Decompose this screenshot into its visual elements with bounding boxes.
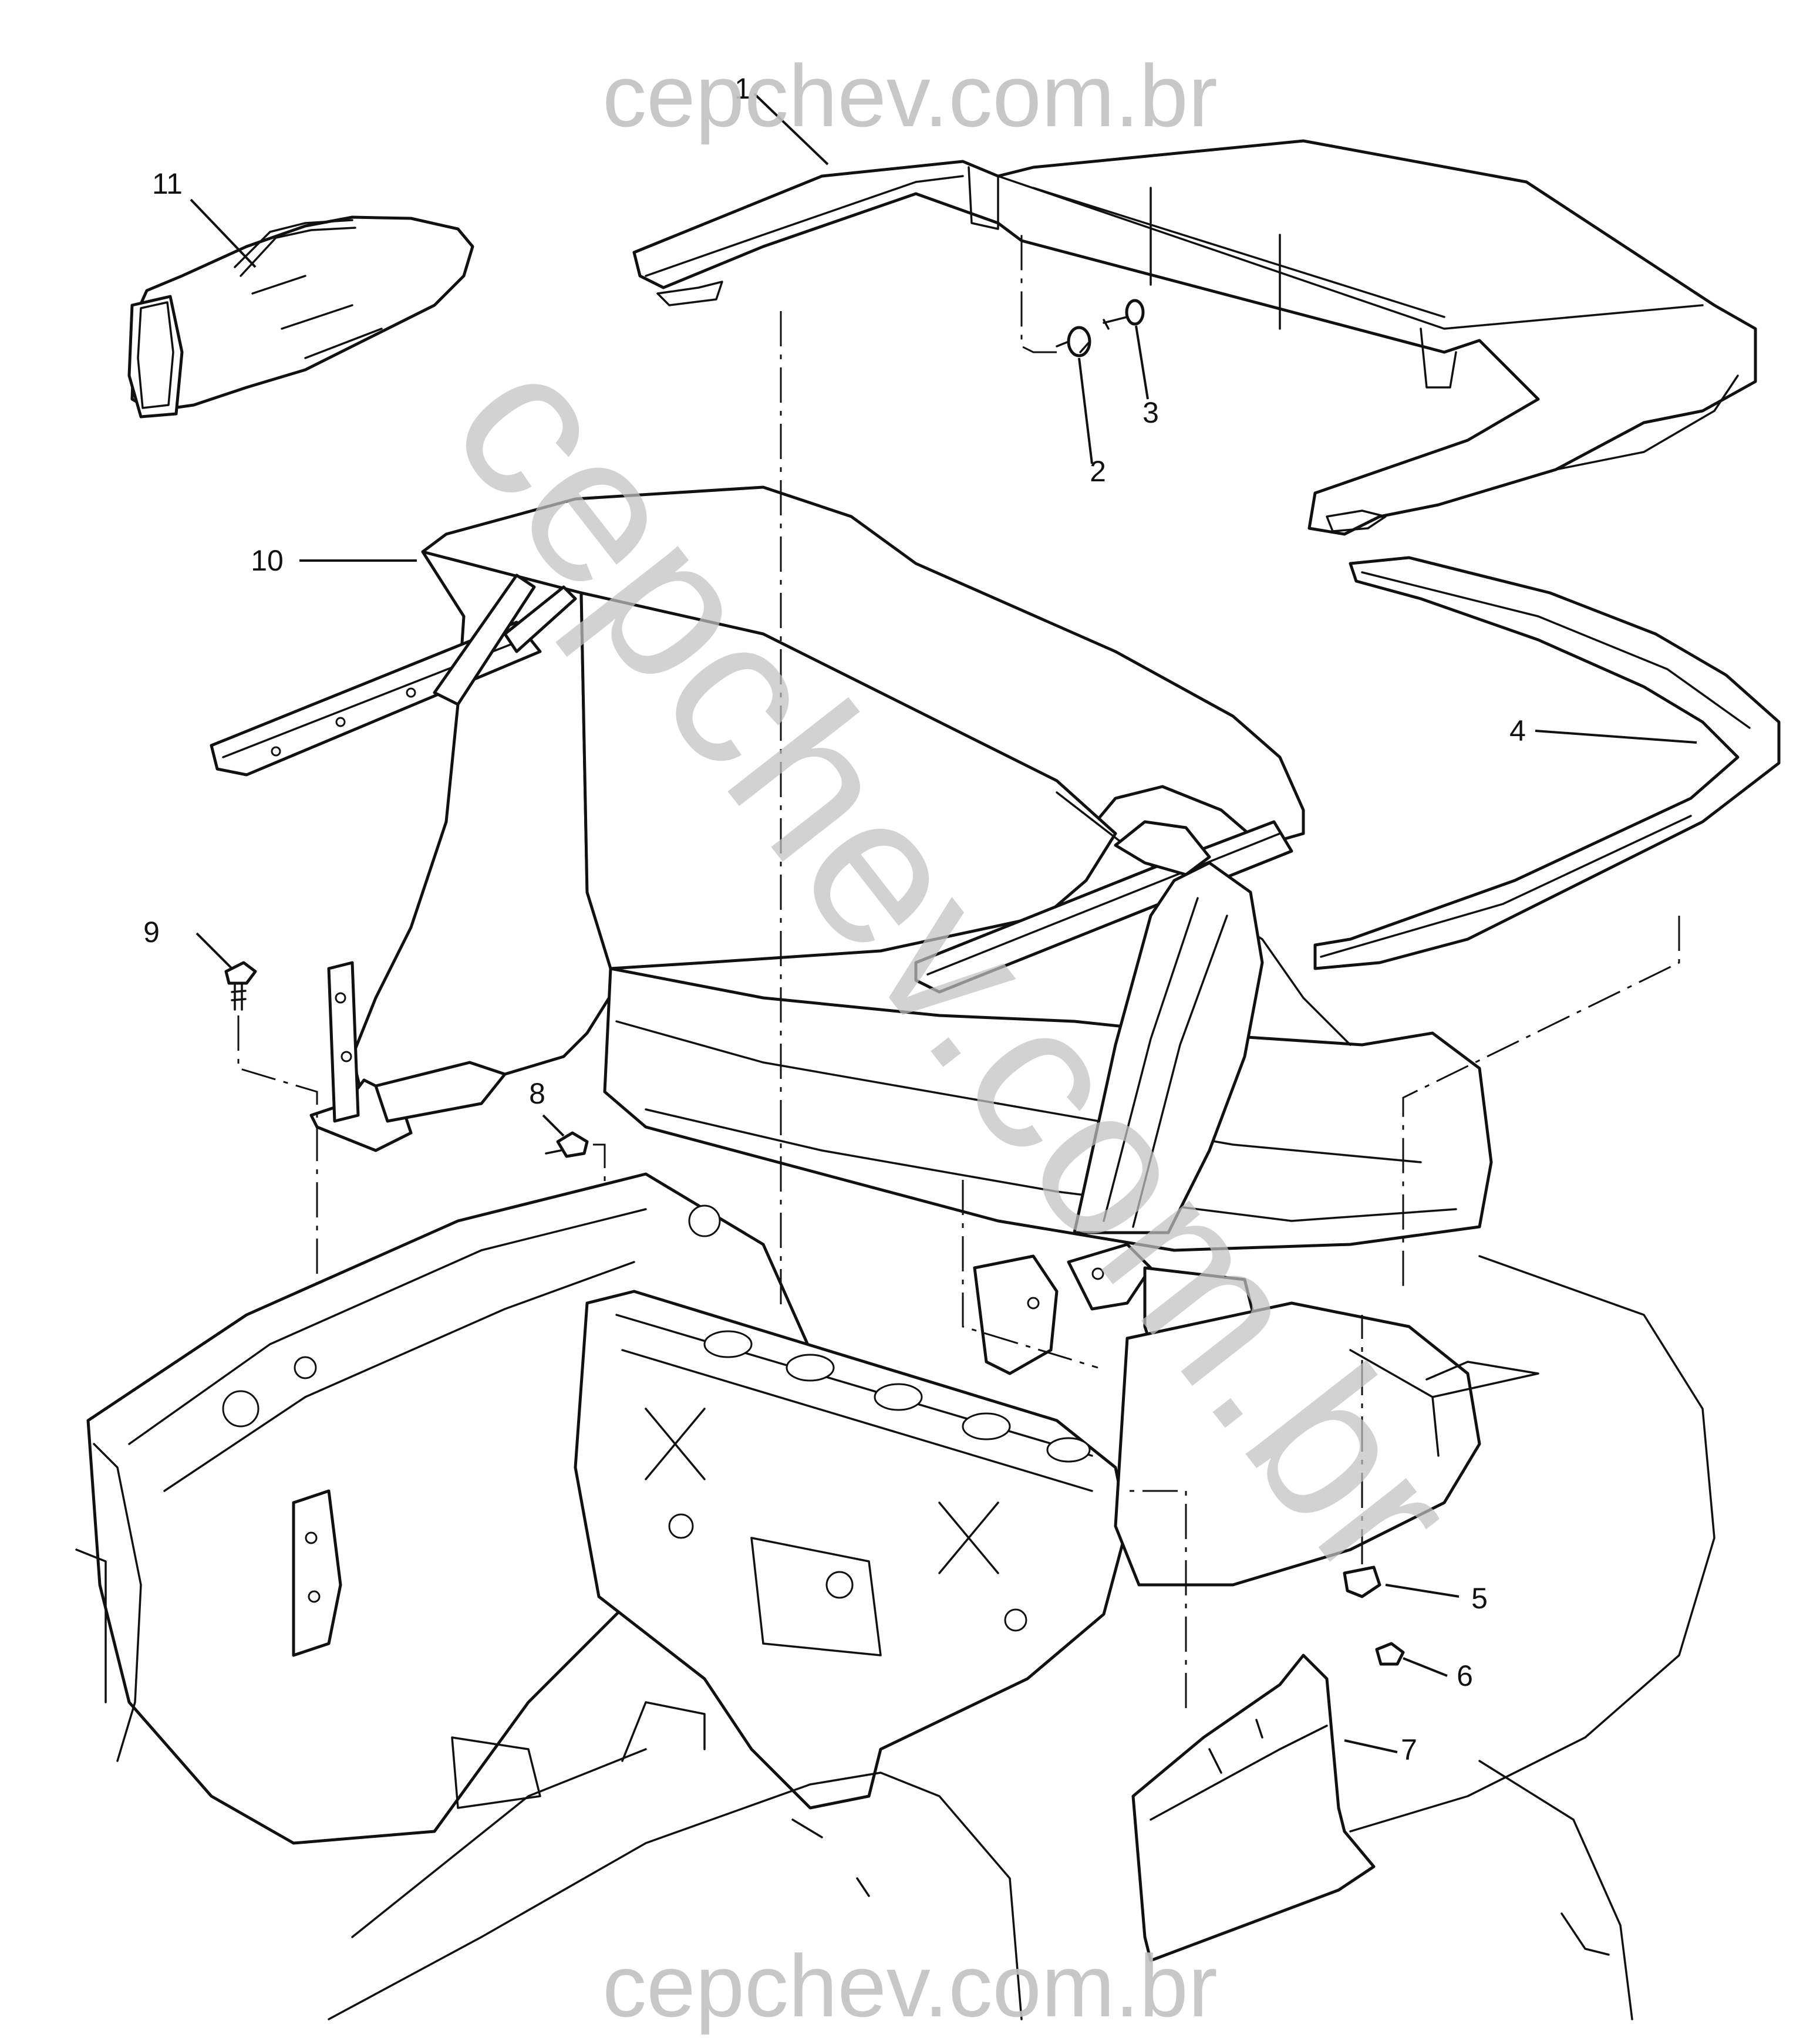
- part-10-soft-top-assembly: [210, 485, 1493, 1387]
- callout-1: 1: [734, 72, 751, 105]
- callout-leaders: [190, 93, 1697, 1753]
- callout-11: 11: [152, 167, 183, 200]
- part-3-screw: [1103, 299, 1149, 400]
- guide-line-10: [962, 1180, 1098, 1369]
- part-9-bolt: [224, 961, 257, 1011]
- watermark-bottom: cepchev.com.br: [602, 1936, 1218, 2035]
- guide-line-4: [1402, 916, 1680, 1291]
- vehicle-body-structure: [75, 1172, 1715, 2020]
- callout-10: 10: [251, 544, 284, 577]
- watermark-top: cepchev.com.br: [602, 46, 1218, 145]
- callout-3: 3: [1142, 396, 1159, 429]
- part-4-side-rail: [1313, 556, 1781, 970]
- part-11-duct-sleeve: [127, 215, 474, 419]
- guide-line-7: [1121, 1490, 1187, 1708]
- part-7-trim-panel: [1131, 1654, 1376, 1962]
- part-2-grommet: [1056, 326, 1093, 464]
- part-6-nut: [1375, 1642, 1405, 1666]
- callout-4: 4: [1509, 714, 1526, 747]
- part-8-nut: [545, 1131, 589, 1158]
- callout-9: 9: [143, 916, 160, 949]
- callout-labels: 1 2 3 4 5 6 7 8 9 10 11: [143, 72, 1526, 1766]
- part-1-top-cover: [632, 139, 1757, 536]
- guide-line-fasteners: [1020, 235, 1057, 353]
- callout-8: 8: [529, 1077, 545, 1110]
- callout-5: 5: [1471, 1582, 1488, 1615]
- callout-2: 2: [1090, 455, 1106, 488]
- callout-7: 7: [1401, 1733, 1417, 1766]
- callout-6: 6: [1457, 1659, 1473, 1692]
- part-5-grommet: [1343, 1565, 1381, 1598]
